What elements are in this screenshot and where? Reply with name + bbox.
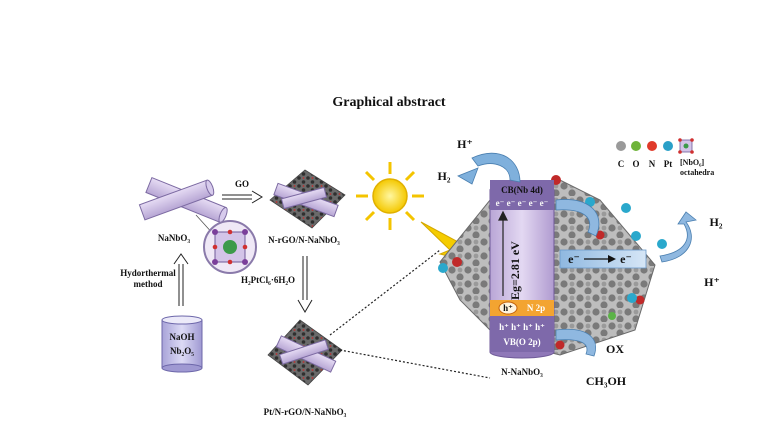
abstract-title: Graphical abstract xyxy=(332,95,445,110)
legend-octahedra-icon xyxy=(678,138,694,154)
reagent-beaker xyxy=(161,315,203,373)
h2-right: H₂ xyxy=(710,215,723,229)
legend-c-atom xyxy=(616,141,626,151)
h-plus-top: H⁺ xyxy=(457,137,473,151)
nrgo-sheet xyxy=(269,169,346,229)
legend-o-atom xyxy=(631,141,641,151)
zoom-dotted-lower xyxy=(339,349,491,379)
go-label: GO xyxy=(235,179,249,189)
zoom-dotted-upper xyxy=(329,249,441,336)
product-sheet xyxy=(267,319,343,386)
hydrothermal-label-line2: method xyxy=(134,279,163,289)
reduction-arrow-right xyxy=(659,211,697,263)
n2p-label: N 2p xyxy=(527,303,545,313)
transfer-e1: e⁻ xyxy=(568,252,580,266)
legend-c: C xyxy=(618,159,625,169)
band-column xyxy=(489,180,555,359)
atom-legend xyxy=(616,138,694,154)
cb-electrons: e⁻ e⁻ e⁻ e⁻ e⁻ xyxy=(496,198,549,208)
ptcl-label: H₂PtCl₆·6H₂O xyxy=(241,275,295,285)
nb2o5-label: Nb₂O₅ xyxy=(170,346,194,356)
legend-n: N xyxy=(649,159,656,169)
unit-cell-inset xyxy=(203,220,257,274)
legend-pt-atom xyxy=(663,141,673,151)
legend-n-atom xyxy=(647,141,657,151)
nanbo3-label: NaNbO₃ xyxy=(158,233,191,243)
oxidation-arrow xyxy=(555,328,596,357)
ptcl-arrow xyxy=(297,256,313,313)
nanbo3-rods xyxy=(138,176,228,224)
n2p-hole-label: h⁺ xyxy=(503,303,513,313)
cb-transfer-arrow xyxy=(555,199,600,237)
h2-top: H₂ xyxy=(438,169,451,183)
sun-icon xyxy=(356,162,424,230)
band-gap-label: Eg=2.81 eV xyxy=(508,241,522,300)
reduction-arrow-top xyxy=(471,152,521,183)
h-plus-right: H⁺ xyxy=(704,275,720,289)
legend-pt: Pt xyxy=(664,159,673,169)
transfer-arrow-head xyxy=(608,255,616,263)
material-label: N-NaNbO₃ xyxy=(501,367,543,377)
vb-band xyxy=(490,316,554,352)
gap-arrow xyxy=(498,210,508,296)
legend-o: O xyxy=(632,159,639,169)
vb-holes: h⁺ h⁺ h⁺ h⁺ xyxy=(499,322,545,332)
ox-label: OX xyxy=(606,342,624,356)
transfer-e2: e⁻ xyxy=(620,252,632,266)
reduction-arrow-top-head xyxy=(457,167,479,185)
cb-label: CB(Nb 4d) xyxy=(501,185,543,195)
vb-label: VB(O 2p) xyxy=(503,337,540,347)
methanol-label: CH₃OH xyxy=(586,374,627,388)
go-arrow xyxy=(222,190,263,204)
nrgo-label: N-rGO/N-NaNbO₃ xyxy=(268,235,340,245)
n2p-hole-marker xyxy=(498,301,518,315)
legend-octa-line1: [NbO₆] xyxy=(680,158,705,167)
cb-band xyxy=(490,180,554,210)
hydrothermal-arrow xyxy=(173,253,189,306)
hydrothermal-label-line1: Hydorthermal xyxy=(120,268,176,278)
product-label: Pt/N-rGO/N-NaNbO₃ xyxy=(264,407,347,417)
legend-octa-line2: octahedra xyxy=(680,168,714,177)
naoh-label: NaOH xyxy=(169,332,194,342)
